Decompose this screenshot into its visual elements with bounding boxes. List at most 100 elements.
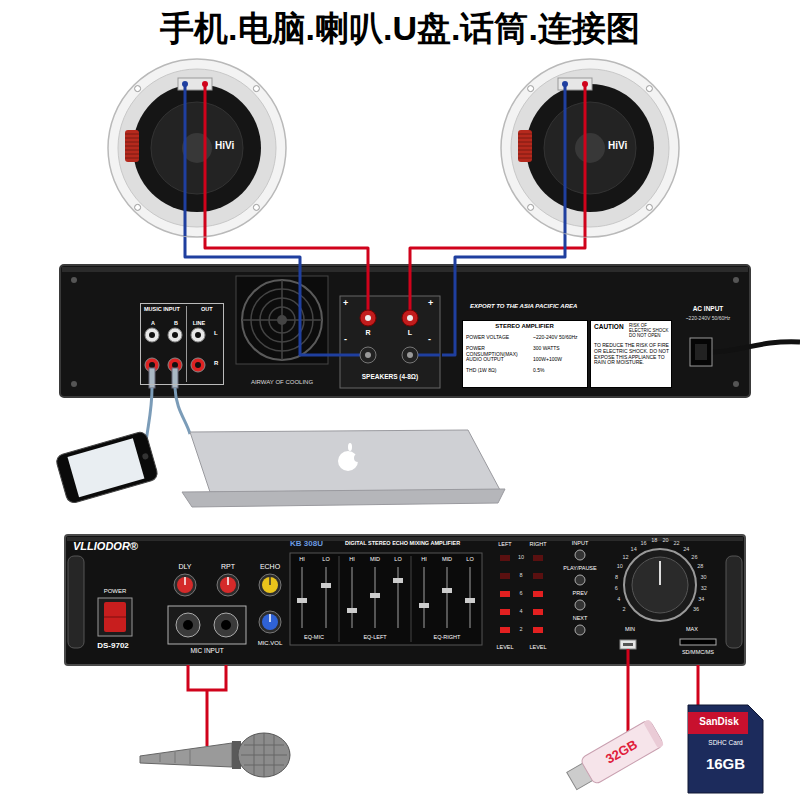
panel-label: 4	[519, 609, 522, 615]
effect-knob	[227, 577, 229, 585]
node-text: +	[343, 298, 353, 308]
volume-dial	[659, 561, 661, 585]
node-text: CAUTION	[594, 323, 628, 330]
usb-port	[620, 640, 636, 649]
effect-knob	[184, 577, 186, 585]
panel-label: ECHO	[260, 563, 280, 570]
graphic-equalizer	[347, 608, 357, 613]
usb-flash-drive-outline	[564, 719, 664, 794]
panel-label: AIRWAY OF COOLING	[251, 379, 313, 385]
ceiling-speaker-outline	[518, 146, 532, 147]
mic-cable	[188, 665, 226, 746]
laptop	[190, 430, 500, 492]
speaker-terminal-plate	[416, 354, 440, 357]
microphone	[238, 733, 290, 777]
graphic-equalizer	[297, 598, 307, 603]
graphic-equalizer	[321, 583, 331, 588]
ceiling-speaker-outline	[125, 142, 139, 143]
ceiling-speaker-outline	[118, 69, 276, 227]
ceiling-speaker-outline	[125, 134, 139, 135]
graphic-equalizer	[442, 588, 452, 593]
panel-label: RPT	[221, 563, 235, 570]
node-text: -	[428, 334, 438, 344]
audio-cable	[146, 368, 190, 442]
panel-label: 2	[622, 607, 625, 613]
node-text: +	[428, 298, 438, 308]
mic-jack	[214, 613, 238, 637]
ceiling-speaker-outline	[562, 81, 568, 87]
panel-label: 20	[663, 539, 669, 545]
effect-knob	[177, 577, 193, 593]
ceiling-speaker: HiVi	[500, 58, 680, 238]
node-text: MUSIC INPUT	[144, 306, 194, 312]
rca-jack	[191, 328, 205, 342]
smartphone	[142, 453, 149, 460]
graphic-equalizer	[370, 593, 380, 598]
speaker-terminal-plate	[340, 296, 440, 388]
speaker-terminal-plate	[402, 347, 418, 363]
level-meter	[533, 591, 543, 597]
panel-label: MID	[370, 557, 380, 563]
mic-jack	[221, 620, 231, 630]
ceiling-speaker-outline	[182, 81, 188, 87]
panel-label: RIGHT	[529, 542, 546, 548]
speaker-terminal-plate	[407, 315, 413, 321]
panel-label: MID	[442, 557, 452, 563]
ceiling-speaker-outline	[202, 81, 208, 87]
rca-jack	[195, 362, 201, 368]
level-meter	[500, 555, 543, 633]
sd-card-outline	[688, 705, 763, 793]
sd-card-outline	[688, 712, 748, 734]
panel-label: 34	[698, 598, 704, 604]
volume-dial	[624, 549, 696, 621]
node-text: HiVi	[608, 140, 648, 152]
power-switch	[104, 602, 126, 632]
panel-label: 26	[691, 555, 697, 561]
ceiling-speaker-outline	[582, 81, 588, 87]
speaker-terminal-plate	[360, 310, 376, 326]
speaker-terminal-plate	[365, 352, 371, 358]
panel-label: 4	[617, 598, 620, 604]
panel-label: MIC.VOL	[258, 640, 283, 646]
power-switch	[98, 598, 132, 636]
player-button	[575, 550, 585, 560]
amp-rear-chassis	[71, 381, 77, 387]
amp-front-panel: VLLIODOR®KB 308UDIGITAL STEREO ECHO MIXI…	[65, 535, 745, 665]
amp-rear-chassis	[733, 277, 739, 283]
panel-label: LEFT	[498, 542, 511, 548]
mic-cable	[206, 690, 209, 746]
ceiling-speaker-outline	[518, 150, 532, 151]
panel-label: HI	[299, 557, 305, 563]
ceiling-speaker-outline	[253, 204, 259, 210]
usb-flash-drive: 32GB	[580, 705, 665, 793]
ceiling-speaker-outline	[528, 86, 534, 92]
graphic-equalizer	[339, 556, 340, 642]
panel-label: MIC INPUT	[190, 648, 223, 655]
node-text: LINE	[189, 320, 209, 326]
effect-knob	[220, 577, 236, 593]
audio-cable	[172, 368, 178, 388]
ceiling-speaker-outline	[204, 84, 207, 237]
node-text: RISK OF ELECTRIC SHOCK DO NOT OPEN	[629, 323, 670, 339]
microphone	[241, 733, 287, 777]
usb-port	[623, 643, 633, 646]
amp-front-chassis	[68, 556, 84, 648]
node-text: HiVi	[215, 140, 255, 152]
ceiling-speaker-outline	[253, 86, 259, 92]
audio-cable	[146, 388, 152, 442]
power-switch	[104, 617, 126, 618]
amp-front-chassis	[65, 535, 745, 665]
audio-cable	[149, 368, 155, 388]
panel-label: SD/MMC/MS	[682, 650, 714, 656]
amp-front-chassis	[65, 535, 745, 665]
speaker-wire	[185, 236, 340, 355]
panel-label: INPUT	[572, 541, 589, 547]
ceiling-speaker-outline	[646, 204, 652, 210]
panel-label: PLAY/PAUSE	[563, 566, 596, 572]
rca-jack	[149, 332, 155, 338]
cooling-fan	[242, 280, 322, 360]
node-text: B	[170, 320, 182, 326]
node-text: THD (1W 8Ω)	[466, 368, 532, 374]
panel-label: 18	[651, 539, 657, 545]
